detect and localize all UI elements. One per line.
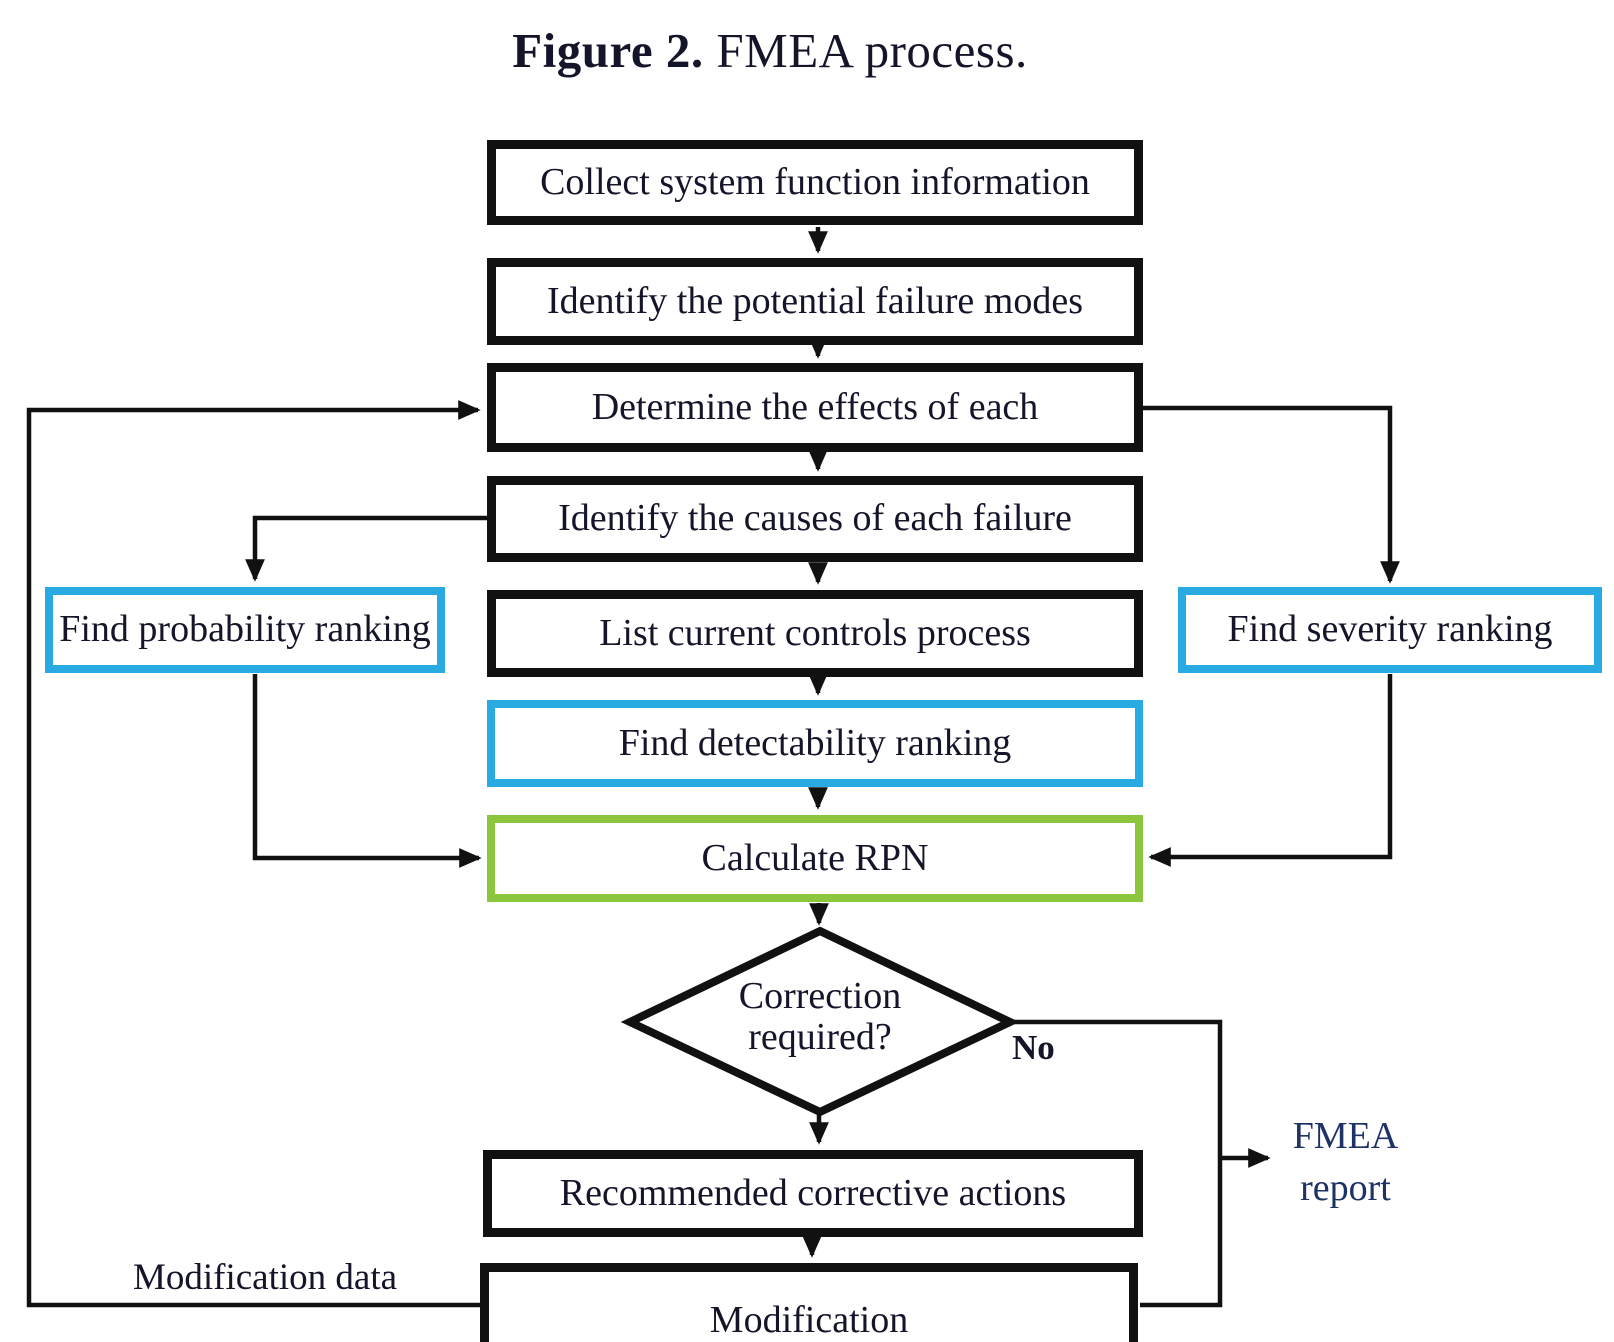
node-calculate-rpn: Calculate RPN	[487, 815, 1143, 902]
edge-severity-to-rpn	[1148, 674, 1393, 867]
node-determine-effects: Determine the effects of each	[487, 363, 1143, 452]
node-label: Identify the potential failure modes	[546, 279, 1084, 322]
edge-causes-to-probability	[245, 515, 487, 582]
decision-label: Correction required?	[705, 976, 935, 1058]
node-modification: Modification	[480, 1263, 1138, 1342]
node-find-severity-ranking: Find severity ranking	[1178, 587, 1602, 673]
node-label: Find probability ranking	[59, 608, 431, 651]
node-collect-system-function-information: Collect system function information	[487, 140, 1143, 225]
edge-effects-to-severity	[1143, 405, 1400, 584]
decision-diamond	[620, 926, 1020, 1117]
fmea-report-label: FMEA report	[1268, 1110, 1423, 1214]
modification-data-label: Modification data	[132, 1257, 398, 1298]
node-recommended-corrective-actions: Recommended corrective actions	[483, 1150, 1143, 1237]
no-edge-label: No	[1012, 1028, 1055, 1067]
node-label: Determine the effects of each	[591, 385, 1039, 428]
fmea-report-line2: report	[1300, 1167, 1391, 1209]
figure-caption-text: FMEA process.	[703, 23, 1028, 78]
node-find-probability-ranking: Find probability ranking	[45, 587, 445, 673]
edge-probability-to-rpn	[252, 674, 482, 868]
figure-caption: Figure 2. FMEA process.	[430, 22, 1110, 79]
fmea-report-line1: FMEA	[1292, 1115, 1399, 1157]
node-label: Find severity ranking	[1227, 608, 1553, 651]
node-label: Modification	[709, 1298, 909, 1341]
node-list-current-controls: List current controls process	[487, 590, 1143, 677]
node-label: Collect system function information	[540, 160, 1090, 203]
decision-label-line1: Correction	[738, 975, 902, 1017]
node-identify-causes: Identify the causes of each failure	[487, 476, 1143, 562]
edge-modification-data-loop	[26, 400, 481, 1308]
edge-no-branch	[1008, 1019, 1223, 1308]
node-identify-potential-failure-modes: Identify the potential failure modes	[487, 258, 1143, 345]
node-label: Identify the causes of each failure	[558, 497, 1072, 540]
figure-caption-number: Figure 2.	[512, 23, 704, 78]
node-label: Calculate RPN	[701, 836, 929, 879]
node-label: Find detectability ranking	[618, 721, 1012, 764]
node-find-detectability-ranking: Find detectability ranking	[487, 700, 1143, 787]
node-label: Recommended corrective actions	[559, 1171, 1067, 1214]
node-label: List current controls process	[599, 611, 1031, 654]
decision-label-line2: required?	[748, 1016, 892, 1058]
